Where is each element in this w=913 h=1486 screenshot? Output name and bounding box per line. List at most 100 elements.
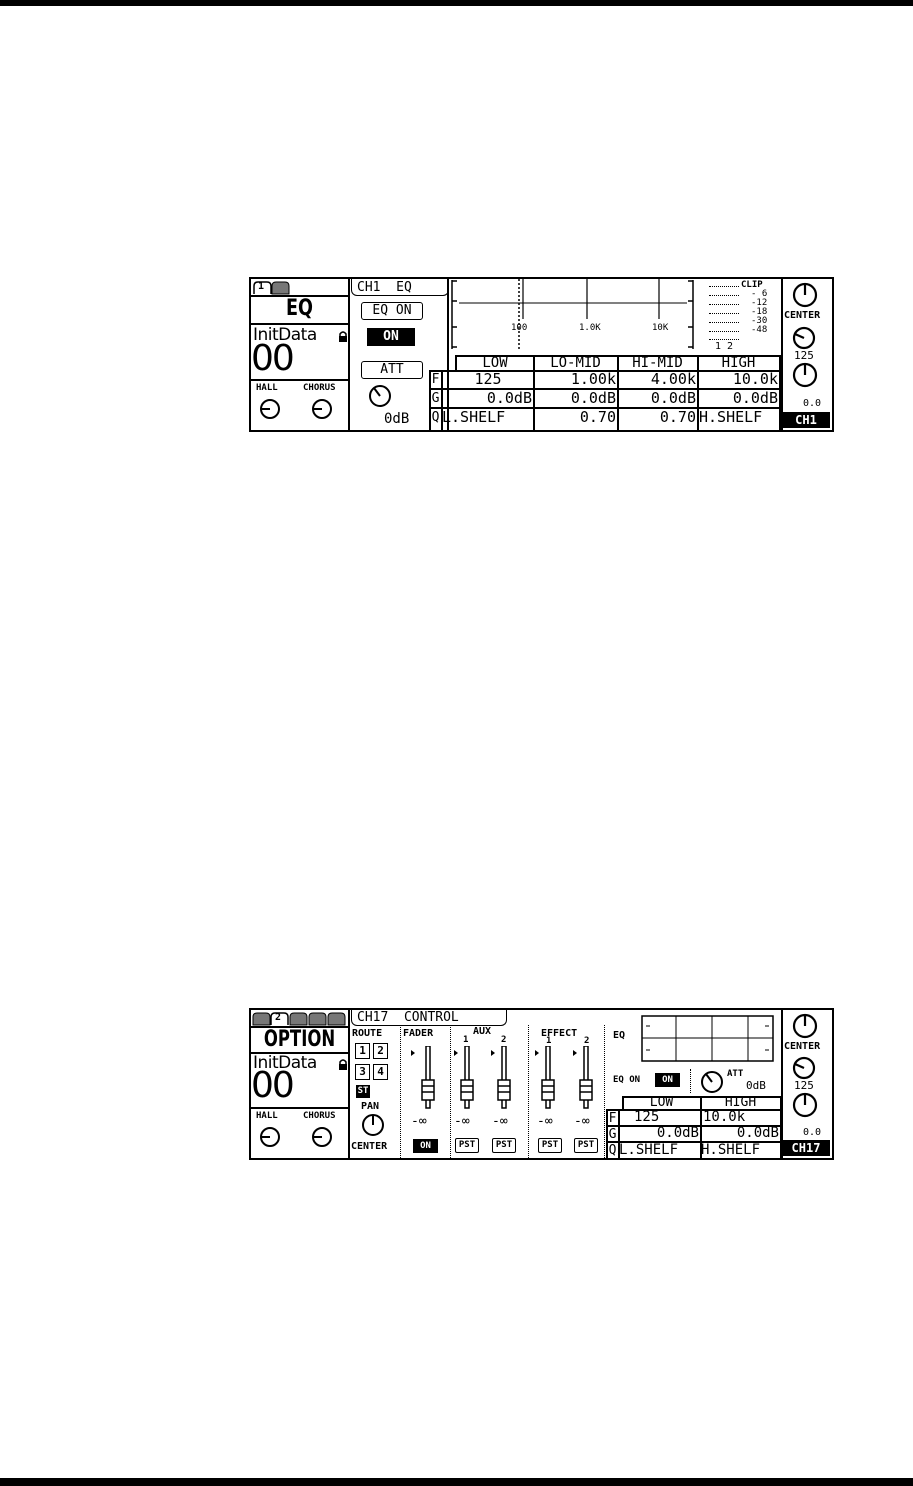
page-tabs[interactable]: 1 (253, 280, 299, 295)
pan-value: CENTER (784, 310, 821, 321)
gain-low[interactable]: 0.0dB (656, 1125, 699, 1141)
freq-lo-mid[interactable]: 1.00k (570, 370, 616, 388)
tab-icons (253, 281, 290, 295)
eq-on-button[interactable]: EQ ON (361, 302, 423, 320)
eq-label: EQ (613, 1030, 626, 1041)
lcd-screen-option: 2 OPTION InitData 00 HALL CHORUS CH17 CO… (249, 1008, 834, 1160)
row-label-g: G (431, 391, 440, 406)
gain-low[interactable]: 0.0dB (486, 389, 532, 407)
screen-header: CH1 EQ (357, 280, 412, 295)
effect-1-slider[interactable] (531, 1045, 561, 1114)
freq-hi-mid[interactable]: 4.00k (650, 370, 696, 388)
effect-1-pst-button[interactable]: PST (538, 1138, 562, 1153)
row-label-q: Q (431, 410, 440, 425)
gain-hi-mid[interactable]: 0.0dB (650, 389, 696, 407)
route-button-4[interactable]: 4 (373, 1064, 388, 1080)
effect-2-slider[interactable] (569, 1045, 599, 1114)
eq-on-state-button[interactable]: ON (367, 328, 415, 346)
fader-on-button[interactable]: ON (413, 1139, 438, 1153)
aux-1-pst-button[interactable]: PST (455, 1138, 479, 1153)
hpf-value: 125 (794, 1079, 814, 1092)
bottom-rule (0, 1478, 913, 1486)
pan-knob-icon[interactable] (361, 1113, 385, 1141)
eq-on-state-button[interactable]: ON (655, 1073, 680, 1087)
fader-slider[interactable] (411, 1045, 441, 1114)
route-st-button[interactable]: ST (356, 1085, 370, 1098)
chorus-knob-icon[interactable] (311, 398, 333, 424)
gain-high[interactable]: 0.0dB (732, 389, 778, 407)
hpf-knob-icon[interactable] (792, 1056, 816, 1084)
lock-icon (338, 327, 348, 342)
effect-2-pst-button[interactable]: PST (574, 1138, 598, 1153)
effect-1-value: -∞ (537, 1114, 553, 1129)
q-hi-mid[interactable]: 0.70 (659, 408, 696, 426)
level-knob-icon[interactable] (792, 1092, 818, 1122)
eq-parameter-table: LOW HIGH F G Q 125 10.0k 0.0dB 0.0dB L.S… (606, 1095, 782, 1158)
hall-knob-icon[interactable] (259, 398, 281, 424)
top-rule (0, 0, 913, 6)
level-meter: CLIP - 6 -12 -18 -30 -48 1 2 (707, 281, 779, 353)
aux-1-slider[interactable] (450, 1045, 480, 1114)
tab-icons (252, 1012, 346, 1026)
gain-high[interactable]: 0.0dB (736, 1125, 779, 1141)
band-high: HIGH (721, 355, 756, 371)
effect-label: EFFECT (541, 1028, 578, 1039)
fader-label: FADER (403, 1028, 434, 1039)
aux-label: AUX (473, 1026, 492, 1037)
q-high[interactable]: H.SHELF (699, 408, 763, 426)
q-lo-mid[interactable]: 0.70 (579, 408, 616, 426)
q-low[interactable]: L.SHELF (619, 1142, 679, 1158)
fader-value: -∞ (411, 1114, 427, 1129)
level-knob-icon[interactable] (792, 362, 818, 392)
tab-1-label: 1 (258, 281, 265, 292)
att-knob-icon[interactable] (368, 384, 392, 412)
screen-header: CH17 CONTROL (357, 1010, 459, 1025)
hall-label: HALL (256, 1111, 278, 1121)
freq-low[interactable]: 125 (634, 1109, 660, 1125)
lock-icon (338, 1055, 348, 1070)
chorus-knob-icon[interactable] (311, 1126, 333, 1152)
page-title: EQ (286, 296, 313, 321)
freq-high[interactable]: 10.0k (703, 1109, 746, 1125)
hall-knob-icon[interactable] (259, 1126, 281, 1152)
hall-label: HALL (256, 383, 278, 393)
eq-curve-graph (449, 279, 697, 351)
att-value: 0dB (746, 1079, 766, 1092)
att-knob-icon[interactable] (700, 1070, 724, 1098)
gain-lo-mid[interactable]: 0.0dB (570, 389, 616, 407)
freq-axis-10k: 10K (652, 323, 669, 333)
channel-badge: CH17 (782, 1140, 830, 1156)
effect-2-value: -∞ (574, 1114, 590, 1129)
lcd-screen-eq: 1 EQ InitData 00 HALL CHORUS CH1 EQ EQ O… (249, 277, 834, 432)
q-low[interactable]: L.SHELF (442, 408, 506, 426)
route-button-1[interactable]: 1 (355, 1043, 370, 1059)
q-high[interactable]: H.SHELF (701, 1142, 761, 1158)
right-pan-value: CENTER (784, 1041, 821, 1052)
meter-30: -30 (751, 316, 768, 326)
att-label: ATT (727, 1069, 744, 1079)
aux-2-pst-button[interactable]: PST (492, 1138, 516, 1153)
page-title: OPTION (263, 1027, 336, 1052)
scene-number: 00 (251, 1065, 295, 1106)
row-label-g: G (608, 1127, 617, 1142)
route-button-2[interactable]: 2 (373, 1043, 388, 1059)
route-label: ROUTE (352, 1028, 383, 1039)
aux-1-value: -∞ (454, 1114, 470, 1129)
chorus-label: CHORUS (303, 1111, 336, 1121)
scene-name: InitData (253, 325, 317, 345)
page-tabs[interactable]: 2 (252, 1011, 348, 1026)
right-pan-knob-icon[interactable] (792, 1013, 818, 1043)
screen-header-tab (351, 279, 449, 296)
eq-parameter-table: LOW LO-MID HI-MID HIGH F G Q 125 1.00k 4… (429, 353, 781, 430)
hpf-knob-icon[interactable] (792, 326, 816, 354)
aux-2-slider[interactable] (487, 1045, 517, 1114)
effect-2-number: 2 (584, 1036, 590, 1046)
pan-knob-icon[interactable] (792, 282, 818, 312)
row-label-q: Q (608, 1143, 617, 1158)
freq-high[interactable]: 10.0k (732, 370, 778, 388)
pan-label: PAN (361, 1101, 380, 1112)
freq-low[interactable]: 125 (474, 370, 502, 388)
band-low: LOW (649, 1095, 674, 1110)
att-button[interactable]: ATT (361, 361, 423, 379)
route-button-3[interactable]: 3 (355, 1064, 370, 1080)
